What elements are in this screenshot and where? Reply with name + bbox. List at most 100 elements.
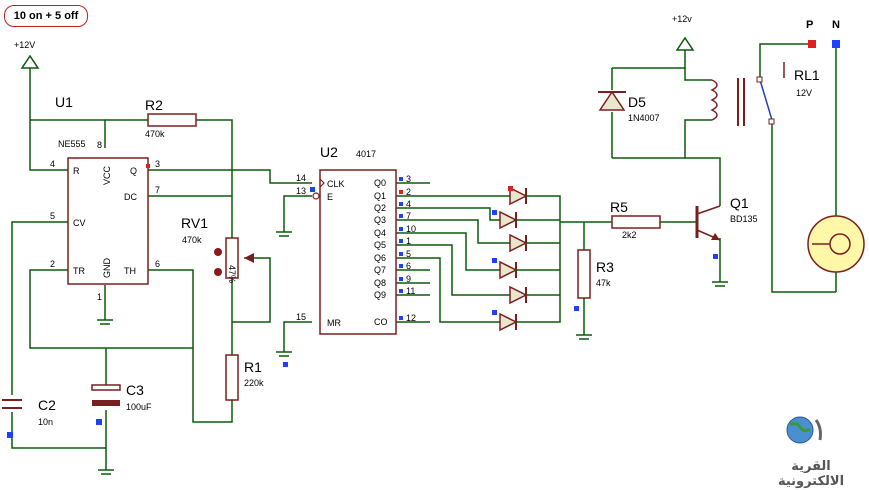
u2-name-co: CO — [374, 317, 388, 327]
q1-ref: Q1 — [730, 195, 749, 211]
ground-u2-e — [276, 231, 292, 237]
logo-globe-icon — [786, 416, 822, 444]
diode-1 — [509, 186, 528, 206]
u2-pin-marker — [399, 277, 403, 281]
r3-value: 47k — [596, 278, 611, 288]
u2-pin-5: 5 — [406, 249, 411, 259]
u1-pin4: 4 — [50, 159, 55, 169]
ground-symbols — [97, 231, 728, 475]
vcc-right-label: +12v — [672, 14, 692, 24]
rl1-ref: RL1 — [794, 67, 820, 83]
diode-2 — [499, 210, 518, 230]
u2-pin-2: 2 — [406, 187, 411, 197]
u1-name-q: Q — [130, 166, 137, 176]
vcc-left-symbol: +12V — [14, 40, 40, 69]
u2-part: 4017 — [356, 149, 376, 159]
r5-resistor: R5 2k2 — [610, 199, 661, 240]
r1-value: 220k — [244, 378, 264, 388]
u2-pin-e: 13 — [296, 186, 306, 196]
ground-r3 — [576, 334, 592, 340]
diode-6 — [499, 312, 518, 332]
diode-array — [499, 186, 536, 332]
r3-resistor: R3 47k — [574, 249, 614, 311]
r5-value: 2k2 — [622, 230, 637, 240]
ground-c3 — [98, 469, 114, 475]
diode-3 — [509, 233, 528, 253]
c2-value: 10n — [38, 417, 53, 427]
ground-q1 — [712, 281, 728, 287]
u1-name-r: R — [73, 166, 80, 176]
u2-pin-clk: 14 — [296, 173, 306, 183]
c3-value: 100uF — [126, 402, 152, 412]
c3-capacitor: C3 100uF — [91, 382, 152, 425]
lamp — [807, 215, 865, 273]
title-badge: 10 on + 5 off — [4, 5, 88, 27]
terminal-p-label: P — [806, 19, 813, 31]
u1-pin6: 6 — [155, 259, 160, 269]
rv1-potentiometer: 47% RV1 470k — [181, 215, 254, 283]
r2-ref: R2 — [145, 97, 163, 113]
r2-value: 470k — [145, 129, 165, 139]
u2-pin-6: 6 — [406, 261, 411, 271]
u2-pin-9: 9 — [406, 274, 411, 284]
u2-pin-marker — [399, 177, 403, 181]
u1-ne555: U1 NE555 4 8 3 7 5 2 6 1 R VCC Q DC CV T… — [50, 94, 160, 302]
u2-pin-marker — [399, 214, 403, 218]
pin-markers — [283, 186, 513, 367]
q1-transistor: Q1 BD135 — [695, 195, 758, 259]
u2-name-q2: Q2 — [374, 203, 386, 213]
c2-ref: C2 — [38, 397, 56, 413]
u2-name-q7: Q7 — [374, 265, 386, 275]
u1-pin3: 3 — [155, 159, 160, 169]
terminal-n-label: N — [832, 19, 840, 31]
u2-name-q0: Q0 — [374, 178, 386, 188]
vcc-left-label: +12V — [14, 40, 35, 50]
u1-name-gnd: GND — [102, 258, 112, 279]
vcc-right-symbol: +12v — [672, 14, 695, 51]
u1-name-th: TH — [124, 266, 136, 276]
c2-capacitor: C2 10n — [2, 397, 56, 438]
mains-terminals: P N — [806, 19, 840, 48]
u2-name-q8: Q8 — [374, 278, 386, 288]
u2-name-q9: Q9 — [374, 290, 386, 300]
u1-name-vcc: VCC — [102, 165, 112, 185]
u2-pin-marker — [399, 252, 403, 256]
u1-ref: U1 — [55, 94, 73, 110]
u1-name-cv: CV — [73, 218, 86, 228]
u2-pin-1: 1 — [406, 236, 411, 246]
u2-name-q5: Q5 — [374, 240, 386, 250]
diode-5 — [509, 285, 528, 305]
u2-pin-12: 12 — [406, 313, 416, 323]
u2-pin-marker — [399, 202, 403, 206]
u1-name-tr: TR — [73, 266, 85, 276]
r5-ref: R5 — [610, 199, 628, 215]
u2-ref: U2 — [320, 144, 338, 160]
u2-name-q1: Q1 — [374, 191, 386, 201]
rv1-ref: RV1 — [181, 215, 208, 231]
r2-resistor: R2 470k — [145, 97, 197, 139]
u2-pin-10: 10 — [406, 224, 416, 234]
d5-diode: D5 1N4007 — [598, 90, 660, 123]
rv1-mark: 47% — [227, 265, 237, 283]
u2-pin-marker — [399, 239, 403, 243]
rv1-value: 470k — [182, 235, 202, 245]
u1-pin7: 7 — [155, 185, 160, 195]
u2-name-q3: Q3 — [374, 215, 386, 225]
u1-pin8: 8 — [97, 140, 102, 150]
u2-name-e: E — [327, 192, 333, 202]
u2-name-q4: Q4 — [374, 228, 386, 238]
u2-pin-7: 7 — [406, 211, 411, 221]
r1-ref: R1 — [244, 359, 262, 375]
u1-name-dc: DC — [124, 192, 137, 202]
u2-pin-mr: 15 — [296, 312, 306, 322]
u1-part: NE555 — [58, 139, 86, 149]
u2-pin-marker — [399, 289, 403, 293]
q1-part: BD135 — [730, 214, 758, 224]
u2-name-mr: MR — [327, 318, 341, 328]
u2-name-q6: Q6 — [374, 253, 386, 263]
u2-pin-3: 3 — [406, 174, 411, 184]
d5-ref: D5 — [628, 94, 646, 110]
